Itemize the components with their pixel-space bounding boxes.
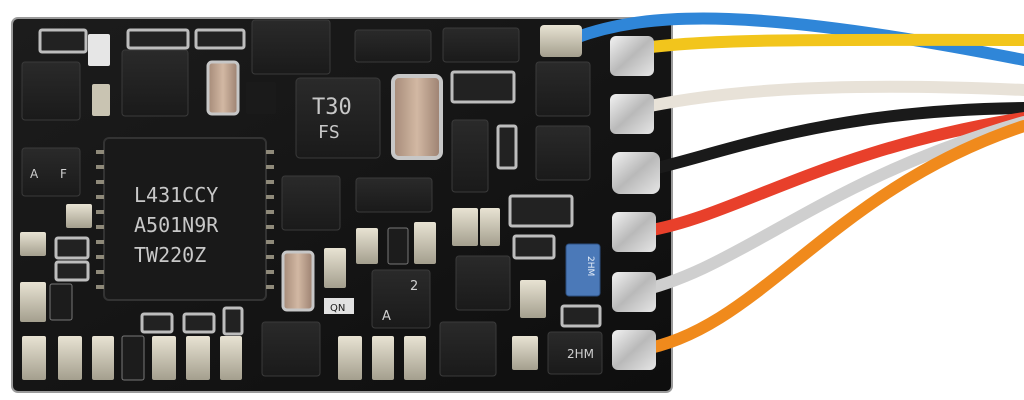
- wire-white: [624, 80, 1024, 116]
- solder-pad: [540, 25, 582, 57]
- ic-t30-sub: FS: [318, 122, 340, 143]
- wire-grey: [629, 116, 1024, 298]
- ic-t30: T30 FS: [295, 77, 381, 159]
- wire-yellow: [624, 33, 1024, 56]
- passive-components: [20, 28, 602, 381]
- ic-a-top-mark: A: [30, 167, 39, 181]
- ic: [371, 269, 431, 329]
- ic-2-right-mark: 2: [410, 279, 418, 294]
- solder-pad: [612, 330, 656, 370]
- tiny-qn-part: [324, 298, 354, 314]
- cap-2hm-blue-label: 2HM: [585, 256, 595, 276]
- blue-component: [565, 243, 601, 297]
- ic: [451, 119, 489, 193]
- wire-bundle: [569, 12, 1024, 356]
- ic: [121, 49, 189, 117]
- ic: [281, 175, 341, 231]
- ic: [21, 61, 81, 121]
- tiny-qn-label: QN: [330, 303, 345, 314]
- ic: [21, 147, 81, 197]
- ic-t30-label: T30: [312, 95, 352, 120]
- ic: [251, 19, 331, 75]
- ic: [547, 331, 603, 375]
- main-chip-line1: L431CCY: [134, 183, 218, 207]
- solder-pad: [610, 36, 654, 76]
- ic-a-left-mark: A: [382, 309, 391, 324]
- cap-2hm-bottom-label: 2HM: [567, 347, 594, 361]
- main-chip-line2: A501N9R: [134, 213, 219, 237]
- ic: [535, 61, 591, 117]
- ic-f-mark: F: [60, 167, 67, 181]
- ic: [442, 27, 520, 63]
- main-chip: L431CCY A501N9R TW220Z: [96, 137, 274, 301]
- wire-red: [634, 112, 1024, 238]
- main-chip-line3: TW220Z: [134, 243, 206, 267]
- ic: [439, 321, 497, 377]
- ic: [261, 321, 321, 377]
- ic: [355, 177, 433, 213]
- solder-pad: [612, 152, 660, 194]
- ic: [455, 255, 511, 311]
- solder-pad: [612, 272, 656, 312]
- solder-pad: [612, 212, 656, 252]
- wire-black: [634, 102, 1024, 178]
- small-ics: [21, 19, 603, 377]
- ic: [354, 29, 432, 63]
- solder-pad: [610, 94, 654, 134]
- ceramic-capacitors: [206, 60, 443, 312]
- solder-pads: [540, 25, 660, 370]
- ic: [535, 125, 591, 181]
- wire-orange: [634, 120, 1024, 356]
